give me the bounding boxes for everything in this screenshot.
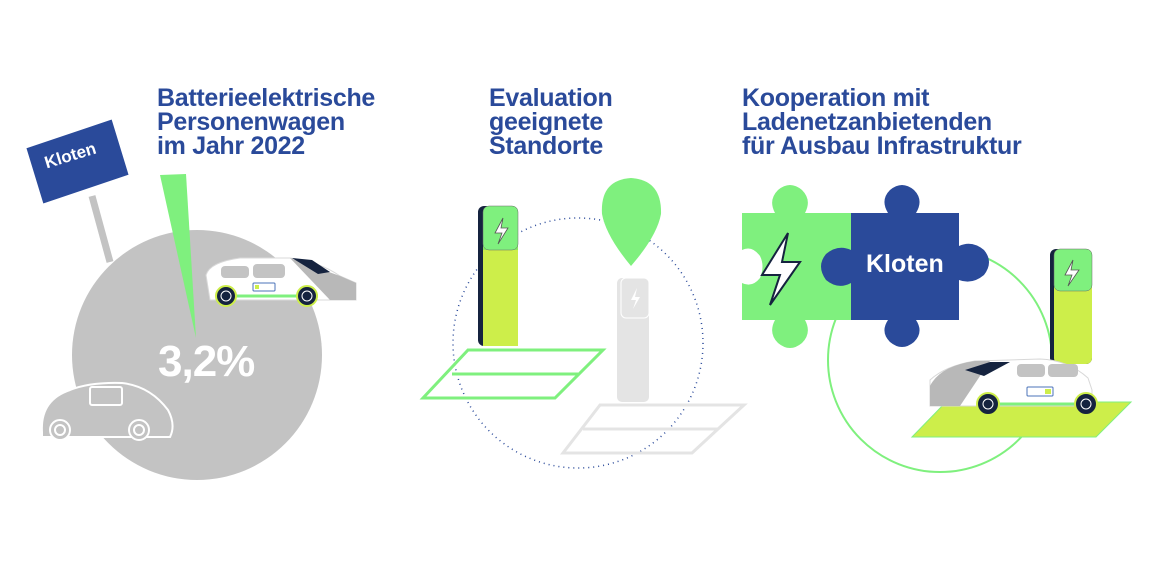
title-line: für Ausbau Infrastruktur: [742, 132, 1022, 160]
title-line: Standorte: [489, 132, 603, 160]
electric-car-charging-icon: [929, 358, 1098, 416]
conventional-car-icon: [40, 381, 174, 441]
location-dotted-circle: [452, 217, 704, 469]
pie-highlight-slice: [160, 174, 196, 338]
charging-station-inactive-icon: [559, 277, 748, 455]
puzzle-piece-green-icon: [742, 185, 851, 348]
puzzle-label: Kloten: [866, 250, 944, 278]
charging-station-icon: [1050, 248, 1093, 364]
title-line: geeignete: [489, 108, 603, 136]
share-value: 3,2%: [158, 337, 255, 386]
electric-car-icon: [205, 257, 357, 307]
title-line: Batterieelektrische: [157, 84, 376, 112]
panel-3-title: Kooperation mit Ladenetzanbietenden für …: [742, 84, 1022, 160]
title-line: im Jahr 2022: [157, 132, 305, 160]
puzzle-piece-blue-icon: [821, 185, 989, 347]
charging-station-active-icon: [419, 205, 607, 400]
title-line: Ladenetzanbietenden: [742, 108, 992, 136]
title-line: Evaluation: [489, 84, 613, 112]
panel-2-title: Evaluation geeignete Standorte: [489, 84, 613, 160]
parking-spot-icon: [910, 401, 1133, 438]
title-line: Kooperation mit: [742, 84, 930, 112]
kloten-sign-icon: [22, 115, 133, 208]
title-line: Personenwagen: [157, 108, 345, 136]
location-pin-icon: [601, 178, 662, 266]
panel-1-title: Batterieelektrische Personenwagen im Jah…: [157, 84, 376, 160]
